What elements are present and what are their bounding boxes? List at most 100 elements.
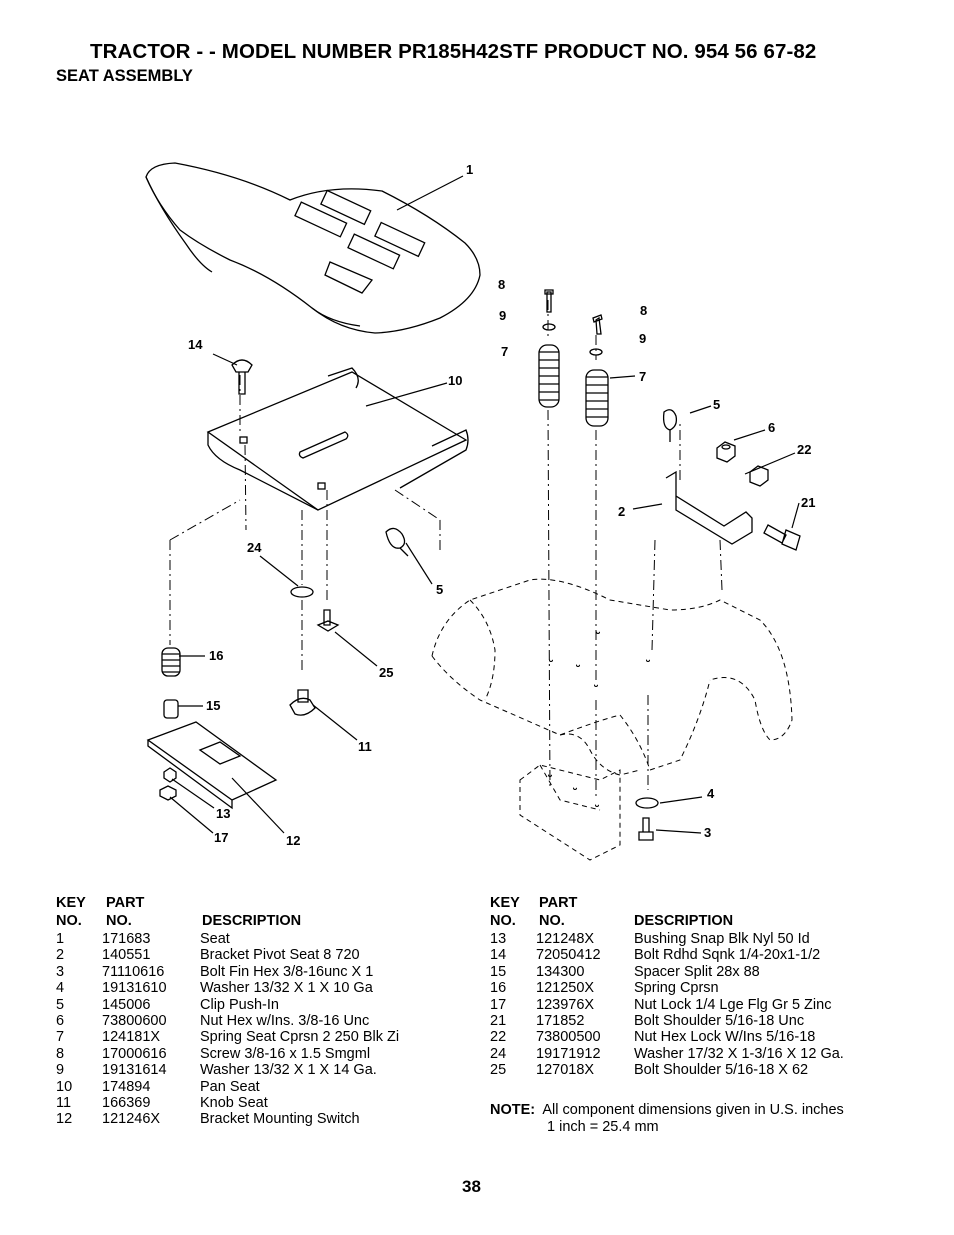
part-number: 127018X bbox=[536, 1062, 595, 1079]
callout-16: 16 bbox=[209, 648, 223, 663]
header-key-no: NO. bbox=[490, 913, 516, 929]
part-description: Washer 17/32 X 1-3/16 X 12 Ga. bbox=[634, 1045, 844, 1062]
callout-3: 3 bbox=[704, 825, 711, 840]
table-header: KEY NO. PART NO. DESCRIPTION bbox=[56, 895, 456, 931]
callout-2: 2 bbox=[618, 504, 625, 519]
callout-5a: 5 bbox=[713, 397, 720, 412]
seat-pan-part bbox=[206, 367, 469, 511]
seat-part bbox=[145, 162, 481, 334]
part-number: 73800500 bbox=[536, 1029, 601, 1046]
key-number: 24 bbox=[490, 1045, 507, 1062]
part-number: 121246X bbox=[102, 1111, 161, 1128]
part-description: Nut Lock 1/4 Lge Flg Gr 5 Zinc bbox=[634, 996, 832, 1013]
part-number: 140551 bbox=[102, 947, 151, 964]
part-description: Bolt Shoulder 5/16-18 Unc bbox=[634, 1012, 805, 1029]
tractor-frame bbox=[431, 578, 793, 861]
callout-9a: 9 bbox=[499, 308, 506, 323]
part-description: Bracket Pivot Seat 8 720 bbox=[200, 947, 360, 964]
key-number: 7 bbox=[56, 1029, 65, 1046]
dimension-note: NOTE: All component dimensions given in … bbox=[490, 1102, 844, 1135]
part-description: Spacer Split 28x 88 bbox=[634, 963, 760, 980]
callout-14: 14 bbox=[188, 337, 203, 352]
key-number: 11 bbox=[56, 1094, 72, 1111]
key-number: 8 bbox=[56, 1045, 65, 1062]
key-number: 10 bbox=[56, 1078, 73, 1095]
callout-5b: 5 bbox=[436, 582, 443, 597]
key-number: 13 bbox=[490, 931, 507, 947]
part-description: Screw 3/8-16 x 1.5 Smgml bbox=[200, 1045, 371, 1062]
note-line-2: 1 inch = 25.4 mm bbox=[547, 1118, 659, 1135]
callout-7a: 7 bbox=[501, 344, 508, 359]
part-number: 121250X bbox=[536, 980, 595, 997]
table-row: 21 171852 Bolt Shoulder 5/16-18 Unc bbox=[490, 1013, 910, 1029]
table-row: 10 174894 Pan Seat bbox=[56, 1079, 456, 1095]
table-row: 8 17000616 Screw 3/8-16 x 1.5 Smgml bbox=[56, 1046, 456, 1062]
part-number: 71110616 bbox=[102, 963, 165, 980]
key-number: 1 bbox=[56, 931, 65, 947]
key-number: 3 bbox=[56, 963, 65, 980]
key-number: 21 bbox=[490, 1012, 507, 1029]
part-description: Clip Push-In bbox=[200, 996, 279, 1013]
section-title: SEAT ASSEMBLY bbox=[56, 67, 193, 85]
part-description: Bolt Fin Hex 3/8-16unc X 1 bbox=[200, 963, 374, 980]
callout-1: 1 bbox=[466, 162, 473, 177]
callout-4: 4 bbox=[707, 786, 715, 801]
key-number: 17 bbox=[490, 996, 507, 1013]
key-number: 6 bbox=[56, 1012, 65, 1029]
part-number: 19171912 bbox=[536, 1045, 601, 1062]
part-description: Knob Seat bbox=[200, 1094, 268, 1111]
page-number: 38 bbox=[462, 1177, 481, 1196]
callout-8a: 8 bbox=[498, 277, 505, 292]
part-number: 73800600 bbox=[102, 1012, 167, 1029]
table-row: 24 19171912 Washer 17/32 X 1-3/16 X 12 Ga. bbox=[490, 1046, 910, 1062]
callout-7b: 7 bbox=[639, 369, 646, 384]
key-number: 22 bbox=[490, 1029, 507, 1046]
table-row: 2 140551 Bracket Pivot Seat 8 720 bbox=[56, 947, 456, 963]
part-description: Washer 13/32 X 1 X 10 Ga bbox=[200, 980, 373, 997]
part-description: Pan Seat bbox=[200, 1078, 260, 1095]
key-number: 4 bbox=[56, 980, 65, 997]
callout-25: 25 bbox=[379, 665, 393, 680]
table-row: 3 71110616 Bolt Fin Hex 3/8-16unc X 1 bbox=[56, 964, 456, 980]
note-line-1: All component dimensions given in U.S. i… bbox=[542, 1102, 844, 1118]
part-number: 174894 bbox=[102, 1078, 151, 1095]
part-number: 171852 bbox=[536, 1012, 585, 1029]
callout-17: 17 bbox=[214, 830, 228, 845]
part-description: Bolt Rdhd Sqnk 1/4-20x1-1/2 bbox=[634, 947, 821, 964]
header-part: PART bbox=[539, 895, 578, 911]
key-number: 12 bbox=[56, 1111, 73, 1128]
header-description: DESCRIPTION bbox=[634, 913, 734, 929]
part-number: 124181X bbox=[102, 1029, 161, 1046]
callout-8b: 8 bbox=[640, 303, 647, 318]
key-number: 2 bbox=[56, 947, 65, 964]
part-description: Washer 13/32 X 1 X 14 Ga. bbox=[200, 1062, 377, 1079]
part-number: 17000616 bbox=[102, 1045, 167, 1062]
callout-9b: 9 bbox=[639, 331, 646, 346]
callout-10: 10 bbox=[448, 373, 462, 388]
seat-spring-right bbox=[585, 369, 609, 427]
table-row: 11 166369 Knob Seat bbox=[56, 1095, 456, 1111]
header-key: KEY bbox=[56, 895, 86, 911]
part-number: 19131610 bbox=[102, 980, 167, 997]
part-number: 19131614 bbox=[102, 1062, 167, 1079]
part-number: 134300 bbox=[536, 963, 585, 980]
table-row: 4 19131610 Washer 13/32 X 1 X 10 Ga bbox=[56, 980, 456, 996]
callout-15: 15 bbox=[206, 698, 220, 713]
part-number: 166369 bbox=[102, 1094, 151, 1111]
key-number: 25 bbox=[490, 1062, 507, 1079]
note-label: NOTE: bbox=[490, 1102, 536, 1118]
